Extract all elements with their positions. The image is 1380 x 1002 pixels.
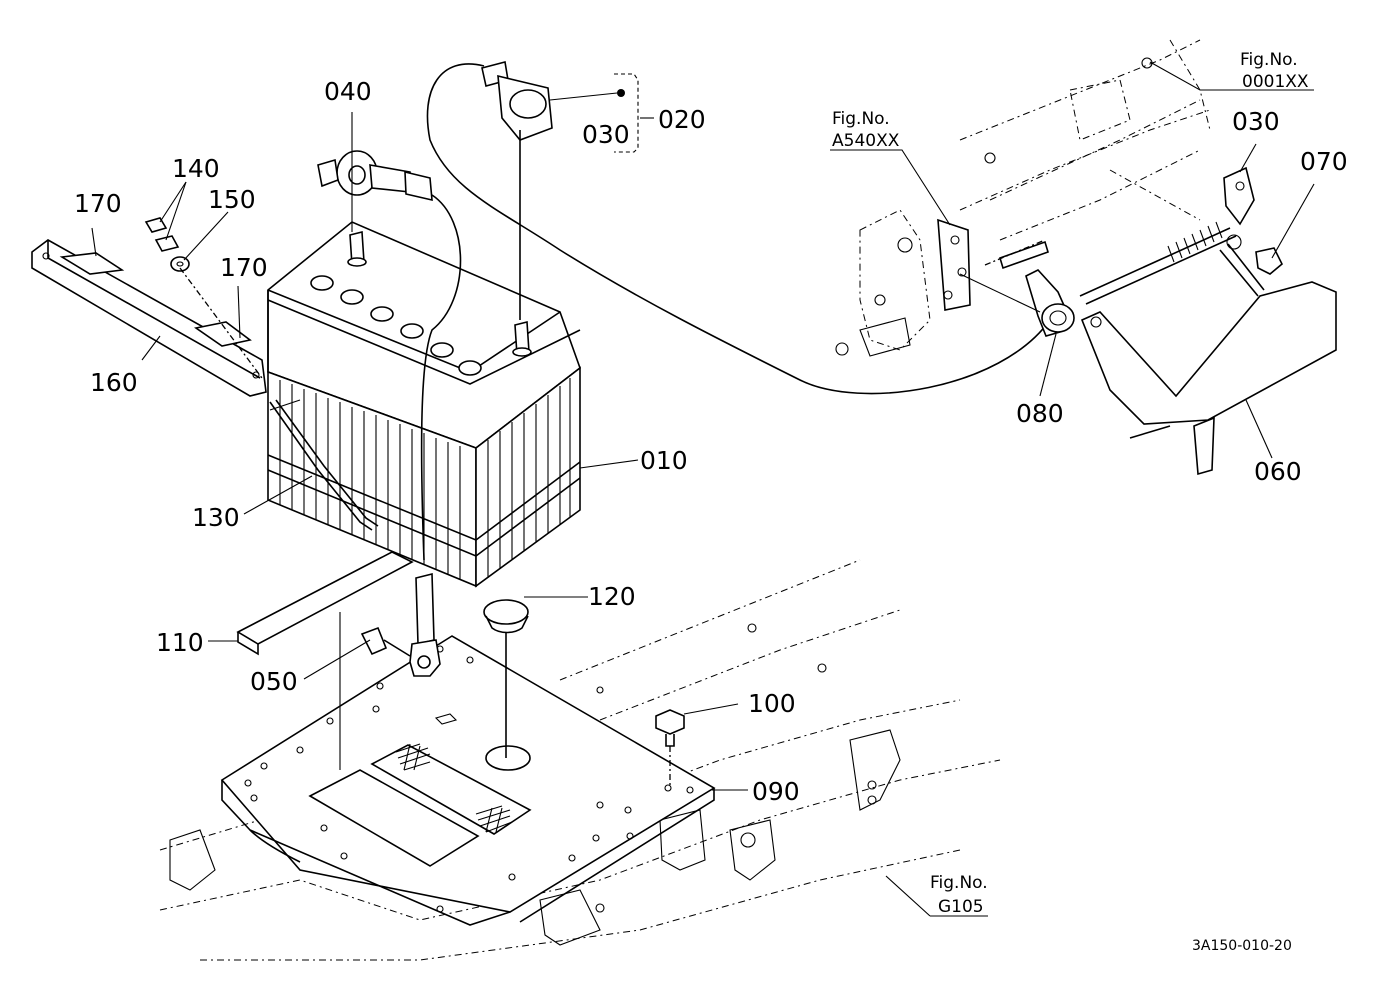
label-120: 120 <box>588 582 636 611</box>
cap-120 <box>483 599 529 758</box>
label-040: 040 <box>324 77 372 106</box>
battery-tray <box>220 635 716 926</box>
figure-references: Fig.No. 0001XX Fig.No. A540XX Fig.No. G1… <box>832 50 1309 917</box>
label-100: 100 <box>748 689 796 718</box>
label-020: 020 <box>658 105 706 134</box>
drawing-code: 3A150-010-20 <box>1192 938 1292 954</box>
label-130: 130 <box>192 503 240 532</box>
label-160: 160 <box>90 368 138 397</box>
label-110: 110 <box>156 628 204 657</box>
bolt-100 <box>655 709 685 788</box>
bracket-a540 <box>835 209 1049 357</box>
figref-0001xx-title: Fig.No. <box>1240 50 1298 70</box>
label-070: 070 <box>1300 147 1348 176</box>
label-090: 090 <box>752 777 800 806</box>
part-labels: 010 020 030 030 040 050 060 070 080 090 … <box>74 77 1348 806</box>
upper-frame <box>959 39 1211 241</box>
cable-020 <box>426 61 1051 395</box>
figref-0001xx-code: 0001XX <box>1242 72 1309 92</box>
label-060: 060 <box>1254 457 1302 486</box>
clamp-160 <box>31 239 267 397</box>
battery <box>267 221 581 588</box>
ground-terminal <box>360 572 441 677</box>
rod-130 <box>269 399 379 531</box>
pad-110 <box>236 551 414 656</box>
figref-a540xx-code: A540XX <box>832 131 900 151</box>
nuts-140-150 <box>144 217 263 379</box>
figref-g105-code: G105 <box>938 897 984 917</box>
battery-caps <box>310 275 482 376</box>
clip-080 <box>1025 269 1075 337</box>
label-030: 030 <box>1232 107 1280 136</box>
label-030: 030 <box>582 120 630 149</box>
label-170: 170 <box>74 189 122 218</box>
label-010: 010 <box>640 446 688 475</box>
cable-040 <box>317 150 462 561</box>
figref-a540xx-title: Fig.No. <box>832 109 890 129</box>
label-150: 150 <box>208 185 256 214</box>
figref-g105-title: Fig.No. <box>930 873 988 893</box>
label-080: 080 <box>1016 399 1064 428</box>
label-140: 140 <box>172 154 220 183</box>
cover-060 <box>1079 166 1337 476</box>
leader-lines <box>91 61 1315 917</box>
label-170: 170 <box>220 253 268 282</box>
label-050: 050 <box>250 667 298 696</box>
